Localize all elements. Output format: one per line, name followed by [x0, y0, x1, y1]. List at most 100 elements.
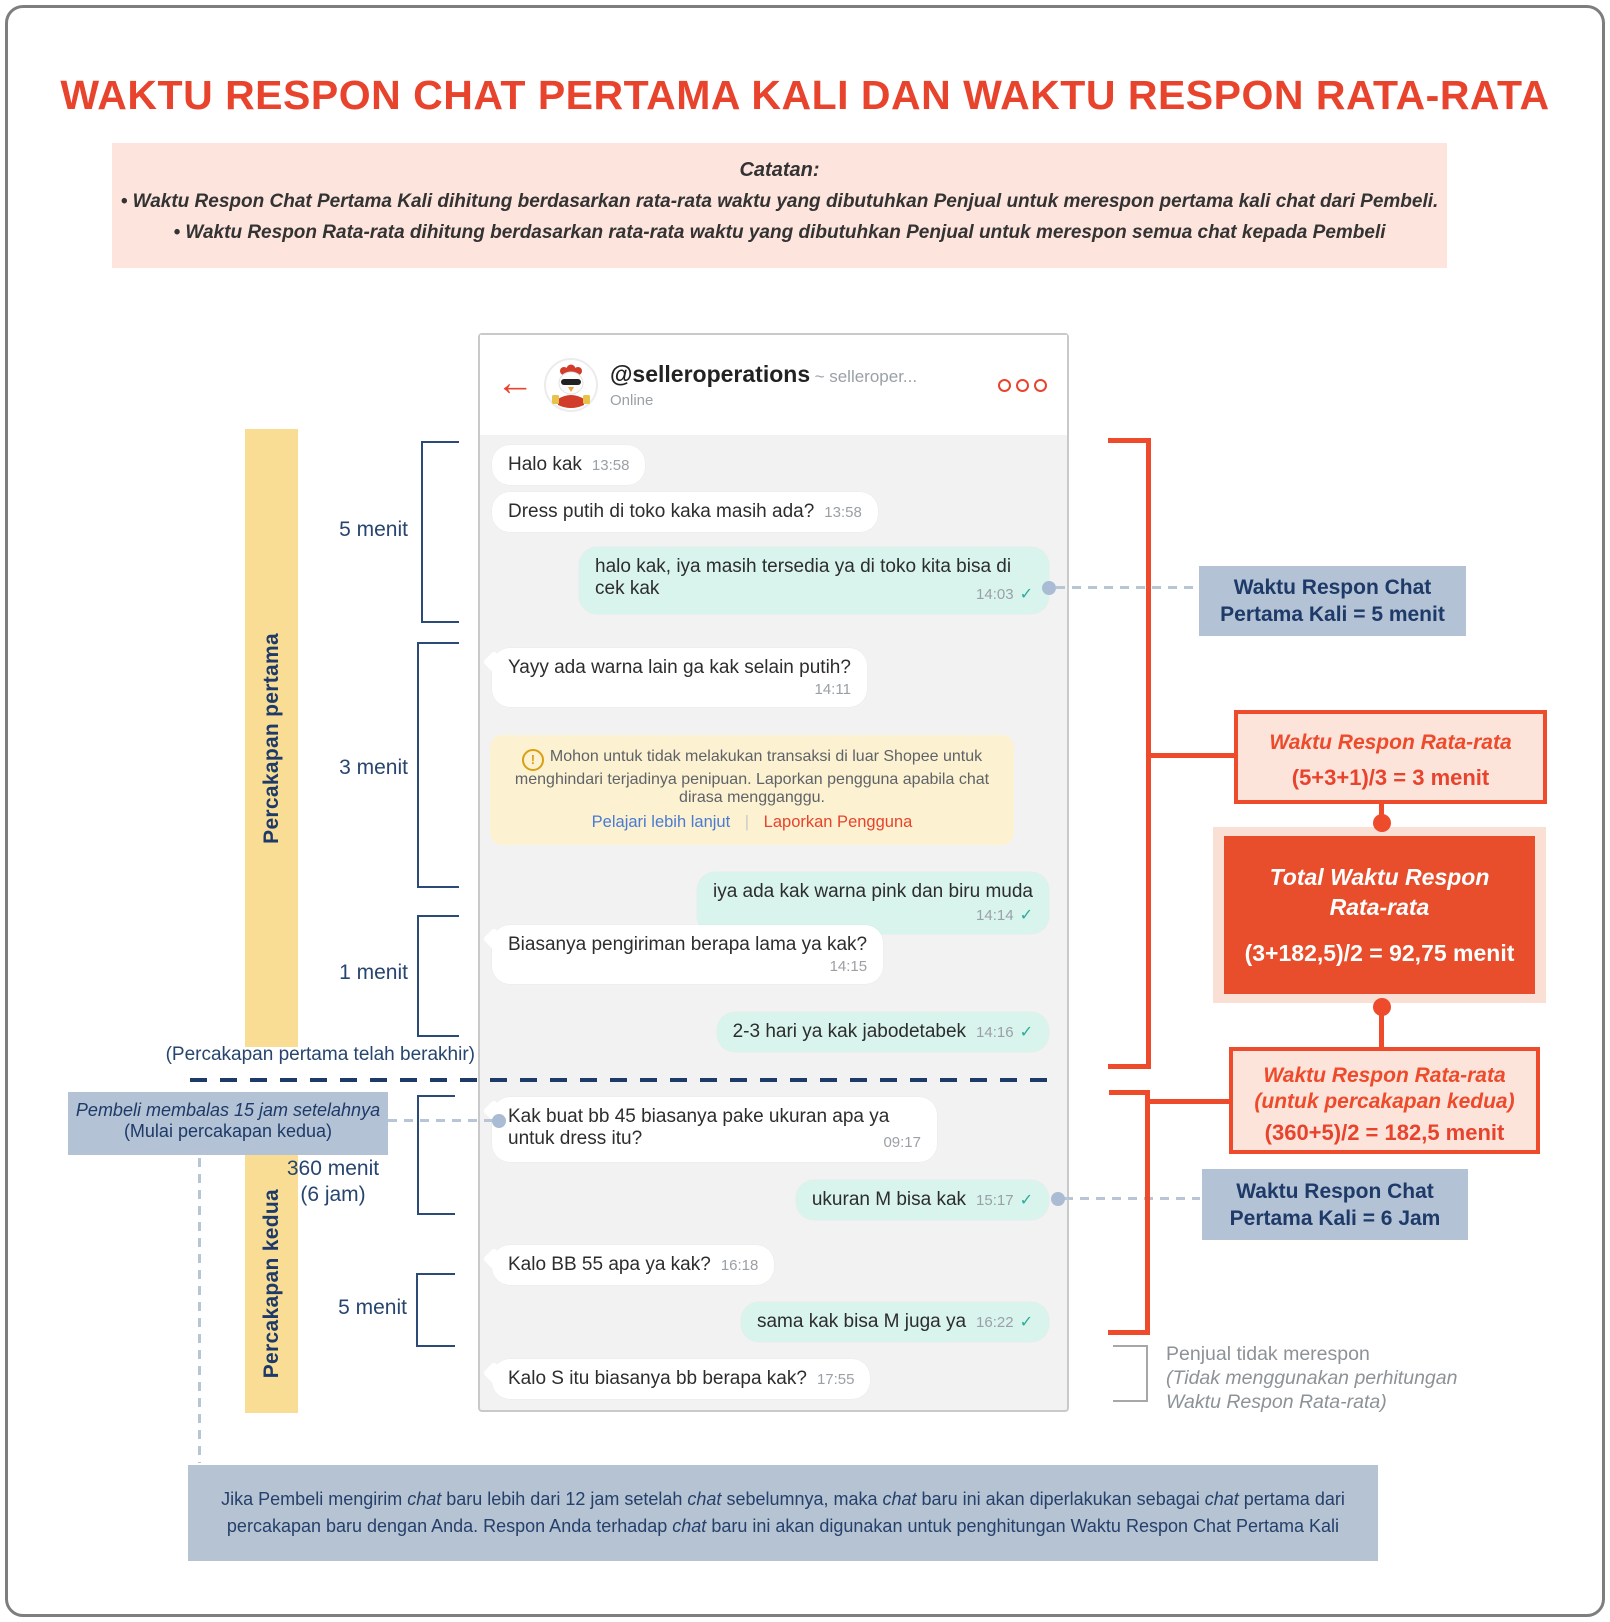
message-text: sama kak bisa M juga ya	[756, 1311, 967, 1332]
check-icon: ✓	[1019, 1024, 1033, 1041]
message-time: 13:58	[824, 504, 862, 521]
message-text: Kak buat bb 45 biasanya pake ukuran apa …	[508, 1106, 890, 1149]
learn-more-link[interactable]: Pelajari lebih lanjut	[591, 813, 731, 831]
total-title-line1: Total Waktu Respon	[1269, 864, 1490, 890]
message-time: 13:58	[591, 457, 630, 474]
bottom-note-box: Jika Pembeli mengirim chat baru lebih da…	[188, 1465, 1378, 1561]
first-response-callout-2: Waktu Respon Chat Pertama Kali = 6 Jam	[1202, 1169, 1468, 1240]
avg-box-formula: (5+3+1)/3 = 3 menit	[1291, 765, 1490, 790]
callout-line: Waktu Respon Chat	[1233, 576, 1432, 599]
red-bracket2-top	[1109, 1090, 1150, 1095]
red-bracket2-arm	[1150, 1099, 1229, 1104]
red-bracket1-top	[1108, 438, 1151, 443]
first-response-callout-1: Waktu Respon Chat Pertama Kali = 5 menit	[1199, 566, 1466, 636]
duration-label: 360 menit (6 jam)	[258, 1156, 408, 1208]
message-text: Dress putih di toko kaka masih ada?	[508, 501, 815, 522]
red-bracket1-vertical	[1146, 438, 1151, 1069]
no-response-line1: Penjual tidak merespon	[1166, 1343, 1370, 1365]
duration-360: 360 menit	[286, 1157, 380, 1180]
conversation2-bar: Percakapan kedua	[245, 1155, 298, 1413]
message-time: 09:17	[883, 1134, 921, 1151]
chat-bubble-seller: sama kak bisa M juga ya 16:22 ✓	[740, 1302, 1049, 1342]
red-connector-dot	[1373, 998, 1391, 1016]
total-title-line2: Rata-rata	[1329, 894, 1430, 920]
chat-bubble-seller: halo kak, iya masih tersedia ya di toko …	[579, 547, 1049, 614]
connector-dot	[1051, 1192, 1065, 1206]
callout-line: Pertama Kali = 5 menit	[1220, 603, 1445, 626]
message-text: Halo kak	[508, 454, 582, 475]
message-text: halo kak, iya masih tersedia ya di toko …	[595, 556, 1012, 599]
page-title: WAKTU RESPON CHAT PERTAMA KALI DAN WAKTU…	[60, 72, 1550, 118]
conversation-divider-dashed-line	[190, 1078, 1058, 1082]
red-bracket1-arm	[1151, 753, 1234, 758]
chat-bubble-buyer: Yayy ada warna lain ga kak selain putih?…	[492, 648, 867, 707]
message-text: Kalo BB 55 apa ya kak?	[508, 1254, 711, 1275]
avg-box-title-line2: (untuk percakapan kedua)	[1254, 1090, 1515, 1113]
avg-box-title-line1: Waktu Respon Rata-rata	[1263, 1064, 1506, 1087]
more-options-icon[interactable]	[998, 378, 1047, 392]
bracket-5-menit	[421, 441, 459, 623]
message-time: 15:17	[976, 1192, 1014, 1209]
buyer-reply-callout: Pembeli membalas 15 jam setelahnya (Mula…	[68, 1092, 388, 1155]
check-icon: ✓	[1019, 907, 1033, 924]
duration-6jam: (6 jam)	[300, 1183, 366, 1206]
chat-bubble-buyer: Kalo BB 55 apa ya kak? 16:18	[492, 1245, 775, 1285]
avg-box-formula: (360+5)/2 = 182,5 menit	[1264, 1120, 1505, 1145]
no-response-bracket	[1113, 1345, 1148, 1402]
avg-response-box-1: Waktu Respon Rata-rata (5+3+1)/3 = 3 men…	[1234, 710, 1547, 804]
check-icon: ✓	[1019, 1314, 1033, 1331]
notes-heading: Catatan:	[739, 159, 820, 181]
back-arrow-icon[interactable]: ←	[496, 362, 534, 404]
bottom-note-line2: percakapan baru dengan Anda. Respon Anda…	[226, 1516, 1340, 1536]
conversation1-end-note: (Percakapan pertama telah berakhir)	[165, 1044, 475, 1065]
warning-text: Mohon untuk tidak melakukan transaksi di…	[514, 748, 990, 806]
chat-bubble-buyer: Dress putih di toko kaka masih ada? 13:58	[492, 492, 878, 532]
chat-header: ← @selleroperations ~ selleroper... Onli…	[480, 335, 1067, 435]
report-user-link[interactable]: Laporkan Pengguna	[763, 813, 913, 831]
chat-bubble-seller: iya ada kak warna pink dan biru muda 14:…	[696, 872, 1049, 934]
avatar[interactable]	[544, 358, 598, 412]
buyer-reply-line1: Pembeli membalas 15 jam setelahnya	[75, 1100, 381, 1120]
connector-to-bottom-note	[198, 1158, 201, 1463]
check-icon: ✓	[1019, 1192, 1033, 1209]
chat-contact-name: @selleroperations	[610, 361, 811, 387]
bracket-5-menit-2	[416, 1273, 455, 1347]
chat-body: Halo kak 13:58 Dress putih di toko kaka m…	[480, 435, 1067, 1410]
warning-icon: !	[521, 749, 544, 771]
message-time: 14:15	[829, 958, 868, 975]
chat-bubble-buyer: Biasanya pengiriman berapa lama ya kak? …	[492, 925, 884, 984]
message-time: 16:18	[720, 1257, 759, 1274]
message-text: Biasanya pengiriman berapa lama ya kak?	[508, 934, 868, 955]
bracket-3-menit	[417, 642, 459, 888]
message-text: Kalo S itu biasanya bb berapa kak?	[508, 1368, 807, 1389]
conversation2-label: Percakapan kedua	[259, 1189, 283, 1379]
red-bracket1-bottom	[1108, 1064, 1151, 1069]
message-time: 16:22	[976, 1314, 1014, 1331]
red-bracket2-vertical	[1145, 1090, 1150, 1335]
check-icon: ✓	[1019, 586, 1033, 603]
message-text: Yayy ada warna lain ga kak selain putih?	[508, 657, 851, 678]
connector-buyer-reply	[388, 1119, 494, 1122]
total-formula: (3+182,5)/2 = 92,75 menit	[1244, 940, 1515, 966]
duration-label: 5 menit	[339, 518, 408, 541]
duration-label: 1 menit	[339, 961, 408, 984]
bottom-note-line1: Jika Pembeli mengirim chat baru lebih da…	[221, 1489, 1345, 1509]
conversation1-bar: Percakapan pertama	[245, 429, 298, 1047]
chat-bubble-buyer: Kalo S itu biasanya bb berapa kak?17:55	[492, 1359, 871, 1399]
message-time: 14:03	[976, 586, 1014, 603]
message-time: 14:16	[976, 1024, 1014, 1041]
buyer-reply-line2: (Mulai percakapan kedua)	[123, 1121, 333, 1141]
connector-first-response-1	[1056, 586, 1196, 589]
chat-contact-status: Online	[610, 392, 654, 409]
no-response-note: Penjual tidak merespon (Tidak menggunaka…	[1166, 1342, 1457, 1414]
chat-bubble-buyer: Halo kak 13:58	[492, 445, 646, 485]
bracket-1-menit	[417, 915, 459, 1037]
message-time: 14:14✓	[976, 907, 1033, 924]
callout-line: Waktu Respon Chat	[1236, 1179, 1434, 1203]
notes-item: • Waktu Respon Rata-rata dihitung berdas…	[173, 222, 1386, 243]
chat-contact-name-suffix: ~ selleroper...	[814, 367, 918, 386]
conversation1-label: Percakapan pertama	[259, 632, 283, 844]
